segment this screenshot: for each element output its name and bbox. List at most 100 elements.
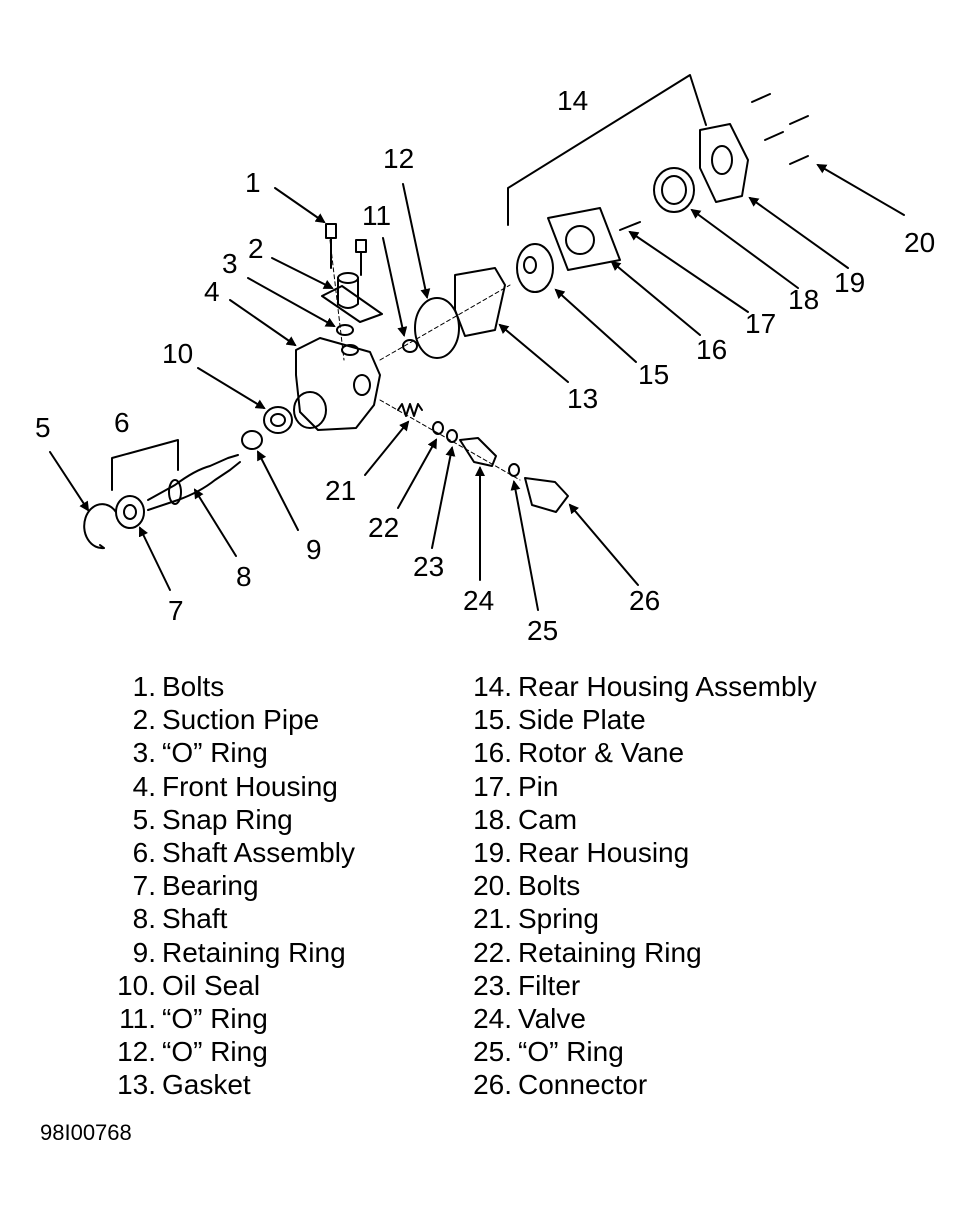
legend-item: 5.Snap Ring — [104, 803, 355, 836]
legend-item-number: 25. — [473, 1036, 512, 1068]
legend-item-number: 16. — [473, 737, 512, 769]
legend-item-label: Bolts — [518, 870, 581, 902]
legend-item-number: 4. — [132, 770, 156, 802]
callout-1: 1 — [245, 167, 261, 198]
legend-item: 15.Side Plate — [460, 703, 817, 736]
legend-item: 1.Bolts — [104, 670, 355, 703]
snap-ring-part — [83, 503, 117, 550]
legend-item: 12.“O” Ring — [104, 1035, 355, 1068]
leader-16 — [610, 260, 701, 336]
legend-item-label: “O” Ring — [162, 737, 268, 769]
front-housing-part — [293, 337, 381, 431]
legend-item-label: Shaft — [162, 903, 228, 935]
legend-item-label: “O” Ring — [162, 1036, 268, 1068]
callout-15: 15 — [638, 359, 669, 390]
legend-item-label: Connector — [518, 1069, 648, 1101]
legend-item-label: Valve — [518, 1003, 586, 1035]
legend-item: 21.Spring — [460, 902, 817, 935]
bolts-part — [325, 223, 367, 276]
leader-5 — [49, 451, 90, 512]
legend-item-number: 1. — [132, 671, 156, 702]
callout-22: 22 — [368, 512, 399, 543]
leader-26 — [568, 503, 639, 586]
leader-4 — [229, 299, 297, 347]
rear-housing-part — [699, 123, 749, 203]
leader-25 — [510, 480, 539, 611]
bearing-part — [115, 495, 145, 529]
exploded-view-diagram: 1 2 3 4 5 6 7 8 9 10 11 12 13 14 15 16 1… — [35, 74, 935, 646]
gasket-part — [454, 267, 506, 337]
legend-item: 11.“O” Ring — [104, 1002, 355, 1035]
legend-item-label: Spring — [518, 903, 599, 935]
filter-part — [446, 429, 458, 443]
rear-bolts-part — [751, 93, 809, 165]
legend-item-label: Bolts — [162, 671, 225, 702]
legend-item: 23.Filter — [460, 969, 817, 1002]
callout-16: 16 — [696, 334, 727, 365]
callout-11: 11 — [362, 200, 391, 231]
legend-item-number: 8. — [132, 903, 156, 935]
o-ring-11-part — [402, 339, 418, 353]
legend-item-number: 24. — [473, 1003, 512, 1035]
shaft-part — [147, 454, 241, 511]
callout-25: 25 — [527, 615, 558, 646]
leader-15 — [554, 288, 637, 363]
leader-8 — [193, 488, 237, 557]
legend-item-number: 11. — [119, 1003, 156, 1035]
o-ring-12-part — [414, 297, 460, 359]
callout-18: 18 — [788, 284, 819, 315]
leader-1 — [274, 187, 326, 224]
legend-item-label: Gasket — [162, 1069, 251, 1101]
rear-housing-assembly-bracket — [507, 74, 707, 226]
legend-item-label: Oil Seal — [162, 969, 261, 1001]
legend-item-number: 14. — [473, 671, 512, 702]
legend-item-label: Bearing — [162, 870, 259, 902]
leader-21 — [364, 420, 410, 476]
leader-17 — [628, 230, 749, 313]
legend-item-label: Cam — [518, 803, 578, 835]
callout-12: 12 — [383, 143, 414, 174]
side-plate-part — [516, 243, 554, 293]
leader-19 — [748, 196, 849, 269]
connector-part — [524, 477, 569, 513]
legend-item: 18.Cam — [460, 803, 817, 836]
callout-14: 14 — [557, 85, 588, 116]
legend-item: 10.Oil Seal — [104, 969, 355, 1002]
retaining-ring-22-part — [432, 421, 444, 435]
legend-item-label: Suction Pipe — [162, 704, 320, 736]
leader-12 — [402, 183, 431, 299]
pin-part — [619, 221, 641, 231]
callout-4: 4 — [204, 276, 220, 307]
legend-item-number: 10. — [117, 969, 156, 1001]
rotor-vane-part — [547, 207, 621, 271]
legend-item-label: Shaft Assembly — [162, 837, 355, 869]
leader-3 — [247, 277, 336, 327]
legend-item: 24.Valve — [460, 1002, 817, 1035]
legend-item-label: “O” Ring — [162, 1003, 268, 1035]
legend-item: 3.“O” Ring — [104, 736, 355, 769]
legend-item: 22.Retaining Ring — [460, 936, 817, 969]
legend-item-label: Rear Housing — [518, 837, 690, 869]
legend-item-label: Retaining Ring — [162, 936, 346, 968]
legend-item-label: Front Housing — [162, 770, 338, 802]
callout-2: 2 — [248, 233, 264, 264]
legend-item: 9.Retaining Ring — [104, 936, 355, 969]
legend-item: 7.Bearing — [104, 869, 355, 902]
legend-item-number: 3. — [132, 737, 156, 769]
o-ring-25-part — [508, 463, 520, 477]
legend-item-label: Pin — [518, 770, 559, 802]
callout-23: 23 — [413, 551, 444, 582]
callout-26: 26 — [629, 585, 660, 616]
legend-item-number: 23. — [473, 969, 512, 1001]
callout-24: 24 — [463, 585, 494, 616]
legend-item-number: 21. — [473, 903, 512, 935]
leader-20 — [816, 163, 905, 216]
legend-item-number: 15. — [473, 704, 512, 736]
leader-22 — [397, 438, 437, 509]
legend-item-label: “O” Ring — [518, 1036, 624, 1068]
legend-item-number: 22. — [473, 936, 512, 968]
leader-2 — [271, 257, 334, 289]
legend-item: 25.“O” Ring — [460, 1035, 817, 1068]
callout-5: 5 — [35, 412, 51, 443]
